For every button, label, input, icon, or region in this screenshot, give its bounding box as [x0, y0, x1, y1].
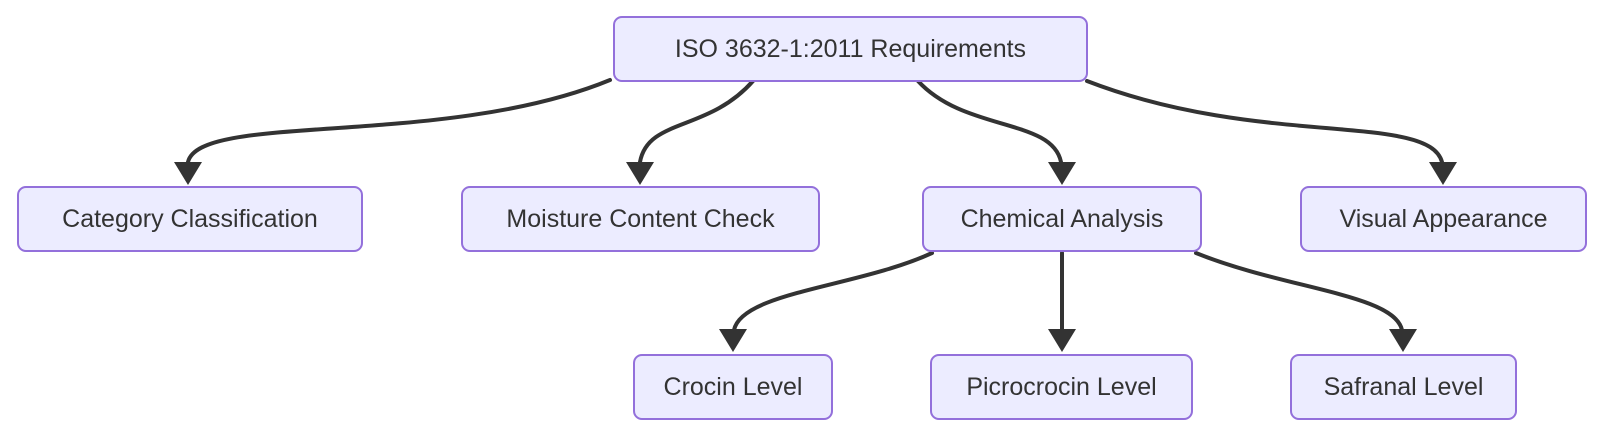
node-crocin-level-label: Crocin Level: [663, 372, 803, 401]
arrowhead-root-chemical: [1048, 162, 1076, 185]
node-category-classification-label: Category Classification: [62, 204, 318, 233]
arrowhead-root-category: [174, 162, 202, 185]
node-crocin-level: Crocin Level: [633, 354, 833, 420]
arrowhead-root-visual: [1429, 162, 1457, 185]
node-moisture-content-check-label: Moisture Content Check: [506, 204, 775, 233]
node-visual-appearance-label: Visual Appearance: [1339, 204, 1548, 233]
edge-root-visual: [1085, 79, 1444, 164]
node-chemical-analysis: Chemical Analysis: [922, 186, 1202, 252]
edge-chemical-crocin: [732, 251, 934, 332]
node-category-classification: Category Classification: [17, 186, 363, 252]
node-picrocrocin-level-label: Picrocrocin Level: [966, 372, 1157, 401]
node-chemical-analysis-label: Chemical Analysis: [960, 204, 1164, 233]
arrowhead-root-moisture: [626, 162, 654, 185]
node-safranal-level-label: Safranal Level: [1323, 372, 1484, 401]
arrowhead-chemical-safranal: [1389, 329, 1417, 352]
node-iso-requirements-label: ISO 3632-1:2011 Requirements: [674, 34, 1027, 63]
arrowhead-chemical-crocin: [719, 329, 747, 352]
node-safranal-level: Safranal Level: [1290, 354, 1517, 420]
node-picrocrocin-level: Picrocrocin Level: [930, 354, 1193, 420]
node-visual-appearance: Visual Appearance: [1300, 186, 1587, 252]
edge-root-chemical: [916, 79, 1063, 164]
node-iso-requirements: ISO 3632-1:2011 Requirements: [613, 16, 1088, 82]
edge-root-category: [186, 78, 612, 164]
node-moisture-content-check: Moisture Content Check: [461, 186, 820, 252]
edge-root-moisture: [638, 79, 755, 164]
arrowhead-chemical-picrocrocin: [1048, 329, 1076, 352]
edge-chemical-safranal: [1194, 251, 1404, 332]
